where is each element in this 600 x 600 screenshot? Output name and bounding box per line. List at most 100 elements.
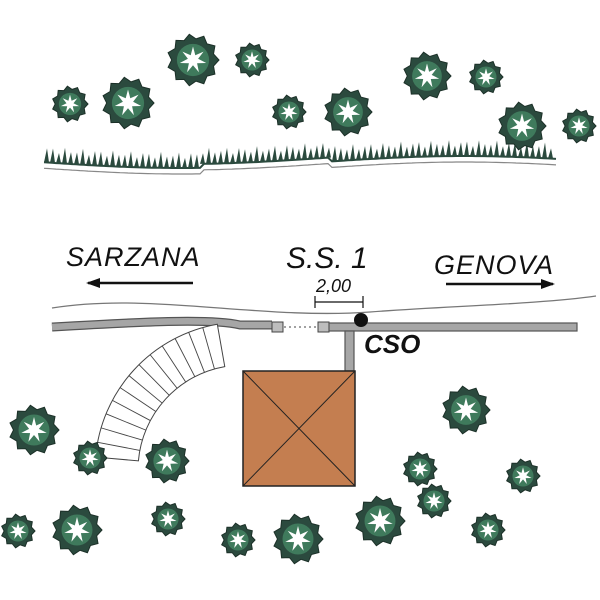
hedge-spike xyxy=(116,154,121,167)
stair-outline xyxy=(95,323,226,462)
hedge-spike xyxy=(272,145,277,162)
tree-icon xyxy=(417,483,452,519)
hedge-spike xyxy=(482,144,487,157)
dimension-label: 2,00 xyxy=(315,276,351,296)
hedge-spike xyxy=(236,147,241,163)
hedge-spike xyxy=(296,148,301,160)
hedge-spike xyxy=(524,141,529,158)
tree-icon xyxy=(221,522,256,558)
hedge-spike xyxy=(218,150,223,164)
tree-icon xyxy=(167,33,220,87)
hedge-spike xyxy=(320,142,325,159)
tree-icon xyxy=(355,495,406,547)
hedge-spike xyxy=(350,144,355,161)
stair-step xyxy=(128,375,163,404)
hedge-spike xyxy=(170,155,175,168)
hedge-spike xyxy=(104,155,109,167)
tree-icon xyxy=(442,385,491,435)
hedge-spike xyxy=(506,142,511,157)
hedge-spike xyxy=(56,152,61,164)
stair-step xyxy=(174,338,196,377)
hedge-spike xyxy=(434,143,439,157)
tree-icon xyxy=(1,513,36,549)
stair-step xyxy=(112,399,151,421)
hedge-spike xyxy=(200,153,205,164)
tree-icon xyxy=(52,85,89,123)
hedge-spike xyxy=(470,145,475,157)
label-genova: GENOVA xyxy=(434,250,554,280)
tree-icon xyxy=(9,404,60,456)
tree-icon xyxy=(273,513,324,565)
hedge-spike xyxy=(122,154,127,167)
stair-step xyxy=(188,332,205,373)
stair-step xyxy=(100,427,143,441)
hedge-spike xyxy=(176,152,181,168)
hedge-spike xyxy=(146,153,151,168)
stair-fan xyxy=(95,323,226,462)
hedge-spike xyxy=(530,145,535,158)
tree-icon xyxy=(471,512,506,548)
tree-icon xyxy=(102,76,155,130)
hedge-spike xyxy=(476,140,481,157)
hedge-spike xyxy=(302,143,307,160)
tree-icon xyxy=(324,87,373,137)
stair-step xyxy=(119,387,157,412)
hedge-spike xyxy=(44,148,49,163)
tree-icon xyxy=(469,59,504,95)
hedge-spike xyxy=(134,157,139,168)
hedge-spike xyxy=(284,145,289,161)
hedge-spike xyxy=(98,151,103,166)
stair-step xyxy=(161,345,187,383)
label-cso: CSO xyxy=(364,329,420,359)
hedge-spike xyxy=(536,146,541,158)
hedge-spike xyxy=(428,140,433,157)
hedge-spike xyxy=(500,146,505,157)
hedge-spike xyxy=(410,143,415,157)
tree-icon xyxy=(73,440,108,476)
hedge-spike xyxy=(224,147,229,164)
dimension-marker xyxy=(314,296,364,308)
hedge-spike xyxy=(344,149,349,161)
hedge-spike xyxy=(80,148,85,165)
stair-step xyxy=(105,413,147,431)
hedge-spike xyxy=(380,142,385,159)
hedge-spike xyxy=(458,142,463,157)
hedge-spike xyxy=(494,140,499,157)
stair-step xyxy=(149,354,178,389)
hedge-spike xyxy=(488,144,493,157)
pipe-joint-left xyxy=(271,321,284,333)
trees xyxy=(1,33,597,565)
building xyxy=(242,370,356,487)
hedge-spike xyxy=(338,148,343,161)
hedge-spike xyxy=(188,153,193,168)
tree-icon xyxy=(145,438,190,484)
hedge-spike xyxy=(110,150,115,167)
tree-icon xyxy=(151,501,186,537)
hedge-spike xyxy=(128,151,133,168)
hedge-spike xyxy=(326,147,331,158)
tree-icon xyxy=(403,51,452,101)
hedge-spike xyxy=(332,146,337,162)
hedge-spike xyxy=(242,149,247,163)
hedge-row xyxy=(43,140,557,175)
tree-icon xyxy=(562,108,597,144)
hedge-spike xyxy=(386,145,391,159)
hedge-spike xyxy=(248,151,253,163)
tree-icon xyxy=(52,504,103,556)
hedge-spike xyxy=(416,142,421,157)
hedge-spike xyxy=(62,147,67,164)
hedge-spike xyxy=(50,148,55,163)
hedge-spike xyxy=(152,157,157,168)
hedge-spike xyxy=(212,152,217,164)
hedge-spike xyxy=(194,154,199,168)
hedge-spike xyxy=(278,150,283,161)
label-road: S.S. 1 xyxy=(286,242,368,275)
hedge-spike xyxy=(464,141,469,157)
hedge-spike xyxy=(206,147,211,164)
hedge-spike xyxy=(74,152,79,165)
hedge-spike xyxy=(440,144,445,157)
hedge-spike xyxy=(548,148,553,159)
pipe-vertical xyxy=(344,330,355,372)
cso-point-icon xyxy=(354,313,368,327)
road-edge-line xyxy=(51,295,597,315)
